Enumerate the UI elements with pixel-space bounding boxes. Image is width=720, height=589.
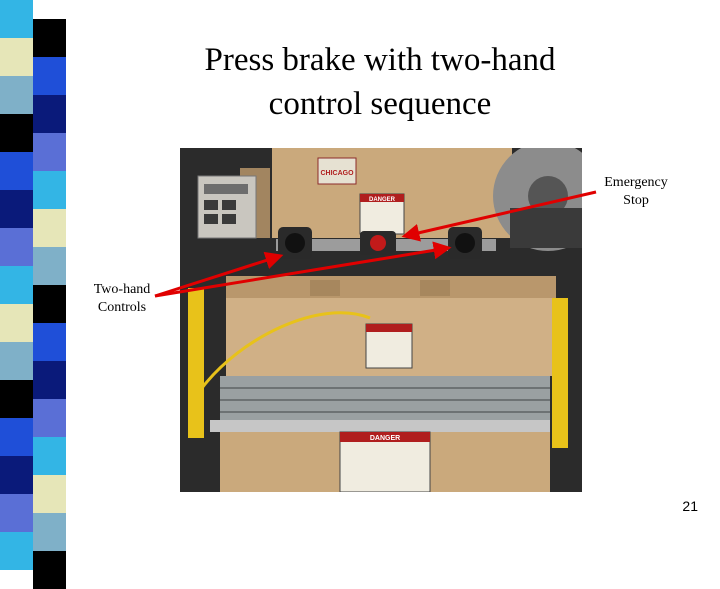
brand-logo-text: CHICAGO xyxy=(320,170,354,177)
stripe-cell xyxy=(33,57,66,95)
stripe-cell xyxy=(33,323,66,361)
stripe-cell xyxy=(33,437,66,475)
press-brake-photo: CHICAGO DANGER DANGER xyxy=(180,148,582,492)
slide-title-line-2: control sequence xyxy=(268,86,492,122)
stripe-cell xyxy=(0,532,33,570)
stripe-cell xyxy=(0,380,33,418)
stripe-cell xyxy=(0,228,33,266)
stripe-cell xyxy=(33,361,66,399)
stripe-cell xyxy=(33,171,66,209)
stripe-cell xyxy=(33,513,66,551)
stripe-cell xyxy=(0,76,33,114)
emergency-stop-label: Emergency Stop xyxy=(596,174,676,210)
decorative-color-stripe xyxy=(0,0,66,589)
danger-sign-bottom-text: DANGER xyxy=(370,435,400,442)
danger-sticker-top-text: DANGER xyxy=(369,197,396,203)
stripe-cell xyxy=(0,342,33,380)
emergency-stop-label-text: Emergency Stop xyxy=(604,175,668,208)
slide-title-line-1: Press brake with two-hand xyxy=(204,42,556,78)
stripe-cell xyxy=(0,152,33,190)
stripe-cell xyxy=(33,19,66,57)
stripe-cell xyxy=(0,190,33,228)
two-hand-controls-label: Two-hand Controls xyxy=(84,281,160,317)
stripe-cell xyxy=(0,266,33,304)
stripe-cell xyxy=(33,551,66,589)
stripe-cell xyxy=(33,209,66,247)
stripe-cell xyxy=(0,418,33,456)
stripe-cell xyxy=(0,456,33,494)
light-curtain-right xyxy=(552,298,568,448)
stripe-cell xyxy=(33,247,66,285)
brand-logo-plate xyxy=(317,157,357,185)
stripe-cell xyxy=(33,95,66,133)
light-curtain-left xyxy=(188,288,204,438)
stripe-cell xyxy=(0,0,33,38)
stripe-cell xyxy=(33,399,66,437)
stripe-cell xyxy=(0,304,33,342)
stripe-cell xyxy=(0,114,33,152)
stripe-cell xyxy=(0,38,33,76)
stripe-cell xyxy=(0,494,33,532)
two-hand-controls-label-text: Two-hand Controls xyxy=(93,282,151,315)
stripe-cell xyxy=(33,133,66,171)
stripe-cell xyxy=(33,475,66,513)
stripe-cell xyxy=(33,285,66,323)
page-number: 21 xyxy=(682,498,698,514)
slide-title: Press brake with two-hand control sequen… xyxy=(150,38,610,126)
